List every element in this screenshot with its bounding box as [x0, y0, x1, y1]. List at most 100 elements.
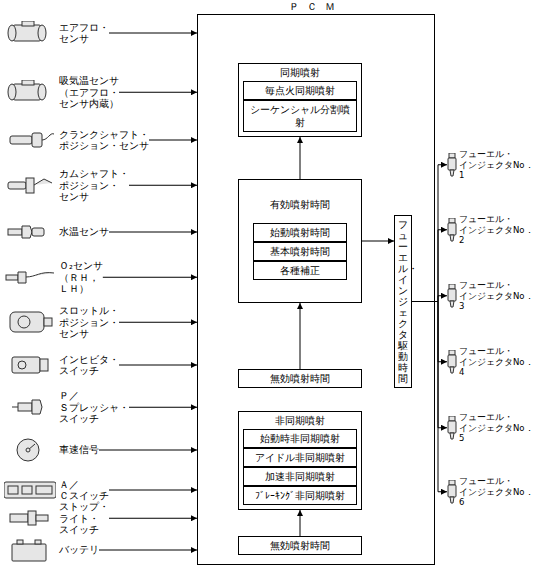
icon-shape [8, 229, 22, 235]
node-label: カムシャフト・ ポジション・センサ [59, 168, 129, 203]
sensor-input: 吸気温センサ （エアフロ・センサ内蔵） [4, 75, 119, 110]
signal-arrow [129, 185, 197, 186]
process-box: 各種補正 [253, 261, 347, 280]
icon-shape [18, 272, 26, 283]
sensor-icon [4, 506, 56, 530]
node-label: 始動噴射時間 [254, 224, 346, 241]
injector-icon [447, 416, 457, 440]
signal-arrow [149, 140, 197, 141]
fuel-injector: フューエル・ インジェクタNo．1 [447, 149, 534, 181]
injector-icon [447, 218, 457, 242]
icon-shape [12, 407, 18, 408]
icon-shape [35, 540, 41, 544]
group-box: 同期噴射毎点火同期噴射シーケンシャル分割噴射 [238, 63, 362, 137]
sensor-icon [4, 21, 56, 45]
fuel-injector: フューエル・ インジェクタNo．5 [447, 412, 534, 444]
pcm-box: ＰＣＭ同期噴射毎点火同期噴射シーケンシャル分割噴射有効噴射時間始動噴射時間基本噴… [197, 14, 435, 565]
signal-arrow [412, 302, 447, 492]
signal-arrow [300, 510, 301, 536]
node-label: ストップ・ライト・ スイッチ [59, 501, 109, 536]
node-label: 加速非同期噴射 [244, 468, 356, 485]
signal-arrow [119, 365, 197, 366]
node-label: ﾌﾞﾚｰｷﾝｸﾞ非同期噴射 [244, 487, 356, 504]
icon-shape [448, 223, 456, 235]
icon-shape [17, 540, 23, 544]
icon-shape [449, 480, 455, 485]
signal-arrow [129, 407, 197, 408]
icon-shape [26, 273, 54, 277]
icon-shape [450, 235, 454, 241]
signal-arrow [412, 230, 447, 302]
signal-arrow [300, 303, 301, 369]
sensor-icon [4, 478, 56, 502]
node-label: 有効噴射時間 [239, 180, 361, 223]
icon-shape [10, 312, 44, 332]
icon-shape [448, 355, 456, 367]
icon-shape [8, 182, 26, 189]
sensor-input: Ａ／Ｃスイッチ [4, 478, 109, 502]
process-box: 始動時非同期噴射 [243, 429, 357, 448]
icon-shape [38, 84, 46, 100]
node-label: 水温センサ [59, 226, 109, 238]
icon-shape [42, 134, 54, 140]
signal-arrow [109, 232, 197, 233]
icon-shape [36, 515, 48, 521]
fuel-injector: フューエル・ インジェクタNo．4 [447, 346, 534, 378]
signal-arrow [119, 322, 197, 323]
group-box: 有効噴射時間始動噴射時間基本噴射時間各種補正 [238, 179, 362, 303]
sensor-input: 水温センサ [4, 220, 109, 244]
sensor-input: エアフロ・センサ [4, 21, 109, 45]
icon-shape [22, 226, 32, 238]
node-label: 無効噴射時間 [239, 537, 361, 554]
signal-arrow [109, 518, 197, 519]
icon-shape [26, 178, 34, 193]
node-label: 無効噴射時間 [239, 370, 361, 387]
icon-shape [450, 301, 454, 307]
sensor-input: カムシャフト・ ポジション・センサ [4, 168, 129, 203]
sensor-input: ストップ・ライト・ スイッチ [4, 501, 109, 536]
sensor-icon [4, 395, 56, 419]
signal-arrow [99, 550, 197, 551]
sensor-icon [4, 80, 56, 104]
icon-shape [18, 316, 30, 328]
icon-shape [449, 350, 455, 355]
node-label: Ｐ／Ｓプレッシャ・ スイッチ [59, 390, 129, 425]
node-label: フューエル・ インジェクタNo．1 [459, 149, 534, 181]
icon-shape [448, 289, 456, 301]
process-box: ﾌﾞﾚｰｷﾝｸﾞ非同期噴射 [243, 486, 357, 505]
node-label: フューエル・ インジェクタNo．5 [459, 412, 534, 444]
sensor-input: バッテリ [4, 538, 99, 562]
fuel-injector: フューエル・ インジェクタNo．3 [447, 280, 534, 312]
process-box: フューエル・インジェクタ駆動時間 [394, 215, 412, 388]
icon-shape [449, 153, 455, 158]
node-label: シーケンシャル分割噴射 [244, 101, 356, 131]
icon-shape [12, 544, 46, 561]
node-label: スロットル・ ポジション・センサ [59, 305, 119, 340]
icon-shape [18, 403, 32, 411]
injector-icon [447, 350, 457, 374]
signal-arrow [119, 92, 197, 93]
sensor-icon [4, 128, 56, 152]
sensor-icon [4, 353, 56, 377]
signal-arrow [362, 241, 394, 242]
node-label: Ａ／Ｃスイッチ [59, 479, 109, 502]
icon-shape [28, 511, 36, 525]
signal-arrow [412, 165, 447, 302]
node-label: Ｏ₂センサ （ＲＨ，ＬＨ） [59, 260, 103, 295]
node-label: エアフロ・センサ [59, 22, 109, 45]
signal-arrow [103, 277, 197, 278]
node-label: アイドル非同期噴射 [244, 449, 356, 466]
sensor-icon [4, 438, 56, 462]
fuel-injector: フューエル・ インジェクタNo．2 [447, 214, 534, 246]
fuel-injector: フューエル・ インジェクタNo．6 [447, 476, 534, 508]
process-box: 無効噴射時間 [238, 536, 362, 555]
sensor-input: スロットル・ ポジション・センサ [4, 305, 119, 340]
icon-shape [10, 514, 28, 522]
icon-shape [40, 359, 48, 371]
process-box: アイドル非同期噴射 [243, 448, 357, 467]
sensor-input: Ｏ₂センサ （ＲＨ，ＬＨ） [4, 260, 103, 295]
icon-shape [450, 367, 454, 373]
process-box: 基本噴射時間 [253, 242, 347, 261]
icon-shape [8, 25, 16, 41]
icon-shape [4, 482, 56, 498]
